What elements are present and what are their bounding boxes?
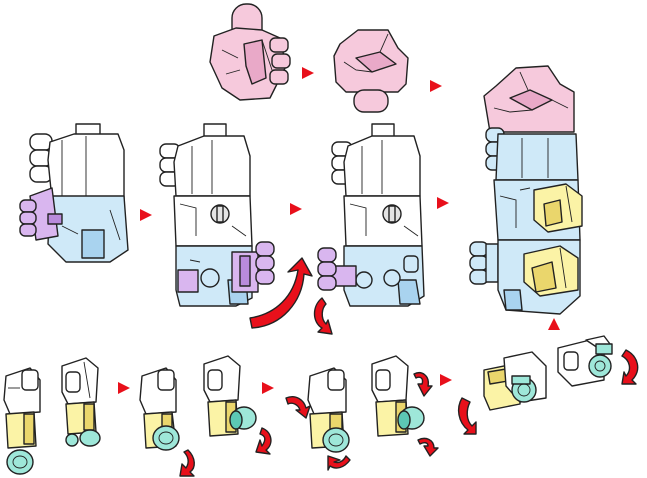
rotate-arrow-icon	[313, 297, 333, 335]
leg-part-a	[3, 367, 41, 475]
step-arrow-icon	[290, 203, 302, 215]
step-arrow-icon	[437, 197, 449, 209]
step-arrow-icon	[430, 80, 442, 92]
step-arrow-icon	[262, 382, 274, 394]
leg-folded-left	[483, 351, 547, 411]
rotate-arrow-icon	[457, 397, 477, 435]
step-arrow-icon	[440, 374, 452, 386]
head-part-exploded	[209, 3, 291, 101]
torso-step-3	[317, 123, 425, 307]
leg-folded-right	[557, 335, 613, 387]
leg-step-2-left	[307, 367, 350, 453]
torso-step-2	[159, 123, 275, 307]
rotate-arrow-icon	[417, 437, 439, 457]
head-part-assembled	[333, 29, 409, 113]
rotate-arrow-icon	[249, 257, 313, 329]
rotate-arrow-icon	[327, 455, 351, 471]
rotate-arrow-icon	[255, 427, 272, 455]
step-arrow-icon	[302, 67, 314, 79]
leg-step-2-right	[371, 355, 425, 437]
step-arrow-icon	[118, 382, 130, 394]
rotate-arrow-icon	[285, 396, 311, 419]
step-arrow-icon	[548, 318, 560, 330]
rotate-arrow-icon	[413, 372, 433, 397]
torso-step-1	[19, 123, 129, 263]
rotate-arrow-icon	[621, 349, 639, 385]
leg-step-1-left	[139, 367, 180, 451]
step-arrow-icon	[140, 209, 152, 221]
assembled-figure	[469, 65, 583, 315]
leg-step-1-right	[203, 355, 257, 437]
rotate-arrow-icon	[179, 449, 195, 477]
leg-part-b	[61, 357, 101, 447]
